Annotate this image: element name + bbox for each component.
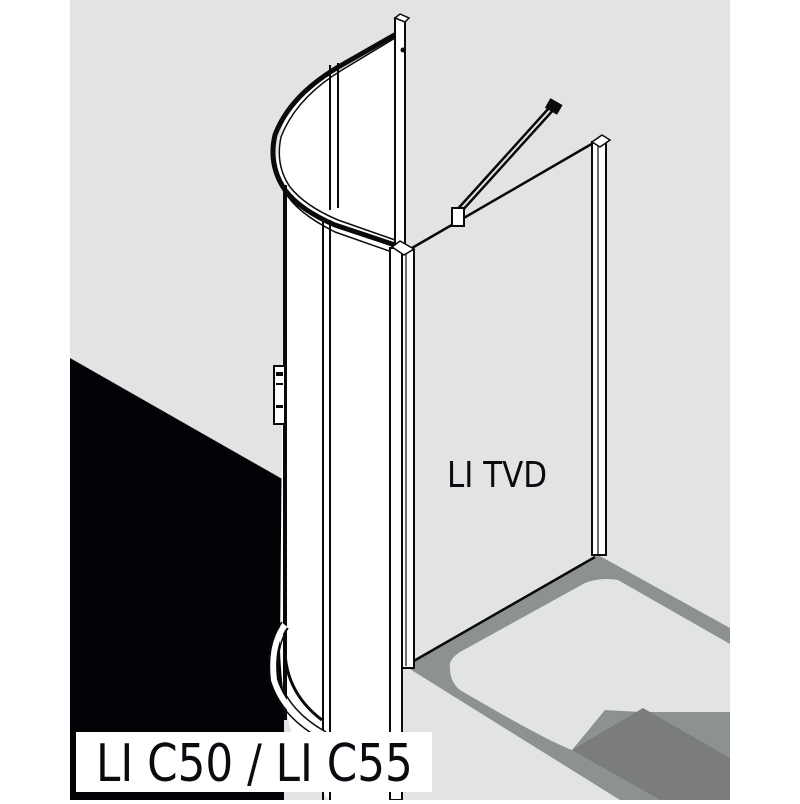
center-post xyxy=(389,247,403,801)
enclosure-label: LI C50 / LI C55 xyxy=(96,734,413,794)
curved-top-rail-inner xyxy=(278,37,396,241)
stabilizer-wall-mount xyxy=(544,98,563,115)
wall-profile-screw xyxy=(400,47,406,53)
tray-surface xyxy=(449,579,730,750)
tray-back-edge xyxy=(404,555,596,668)
tray-front-edge xyxy=(405,666,640,800)
enclosure-bottom-curve xyxy=(283,639,323,722)
stabilizer-glass-clamp xyxy=(451,207,465,227)
floor-shadow xyxy=(70,358,284,800)
stabilizer-bar-highlight xyxy=(457,107,553,213)
side-panel-right-cap xyxy=(590,134,612,148)
door-handle-detail xyxy=(276,405,283,408)
side-panel-label: LI TVD xyxy=(447,455,548,496)
tray-step xyxy=(572,708,730,800)
side-panel-left-profile xyxy=(401,249,415,669)
center-post-cap xyxy=(390,240,416,256)
curved-bottom-rail-edge-inner xyxy=(277,627,327,733)
curved-bottom-rail-edge xyxy=(268,621,324,741)
curved-bottom-rail xyxy=(270,623,332,740)
enclosure-glass xyxy=(277,35,400,800)
door-handle-detail xyxy=(276,383,283,385)
curved-top-rail[interactable] xyxy=(270,30,400,248)
wall-profile-cap xyxy=(393,13,411,23)
side-panel-top-edge xyxy=(411,140,596,250)
door-handle-detail xyxy=(276,372,283,376)
enclosure-label-box xyxy=(76,732,432,792)
door-handle[interactable] xyxy=(273,365,286,425)
side-panel-right-profile xyxy=(591,141,607,556)
